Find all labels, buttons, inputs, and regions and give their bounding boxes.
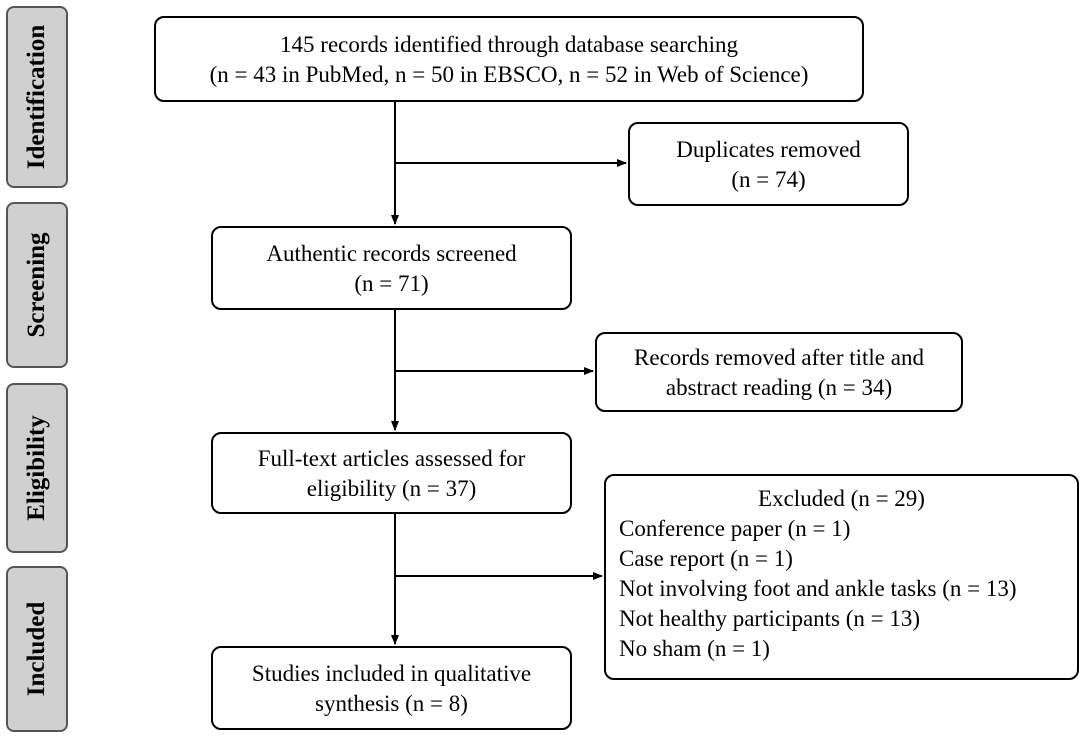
excluded-item-no-sham: No sham (n = 1) xyxy=(619,636,770,661)
excluded-item-conference-paper: Conference paper (n = 1) xyxy=(619,516,851,541)
excluded-item-case-report: Case report (n = 1) xyxy=(619,546,793,571)
duplicates-removed-line2: (n = 74) xyxy=(731,167,806,192)
excluded-item-not-healthy: Not healthy participants (n = 13) xyxy=(619,606,921,631)
records-identified-box: 145 records identified through database … xyxy=(154,16,864,102)
stage-screening: Screening xyxy=(6,202,68,368)
excluded-item-not-foot-ankle: Not involving foot and ankle tasks (n = … xyxy=(619,576,1017,601)
duplicates-removed-box: Duplicates removed (n = 74) xyxy=(628,122,909,206)
stage-identification: Identification xyxy=(6,6,68,188)
records-removed-box: Records removed after title and abstract… xyxy=(595,332,963,412)
records-removed-line1: Records removed after title and xyxy=(634,345,924,370)
studies-included-box: Studies included in qualitative synthesi… xyxy=(211,646,572,730)
excluded-box: Excluded (n = 29) Conference paper (n = … xyxy=(604,474,1079,680)
excluded-title: Excluded (n = 29) xyxy=(758,486,925,511)
stage-included: Included xyxy=(6,566,68,732)
studies-included-line1: Studies included in qualitative xyxy=(251,661,532,686)
stage-eligibility: Eligibility xyxy=(6,383,68,553)
duplicates-removed-line1: Duplicates removed xyxy=(676,137,861,162)
full-text-assessed-box: Full-text articles assessed for eligibil… xyxy=(211,432,572,514)
full-text-assessed-line2: eligibility (n = 37) xyxy=(306,476,477,501)
full-text-assessed-line1: Full-text articles assessed for xyxy=(257,446,526,471)
records-identified-line2: (n = 43 in PubMed, n = 50 in EBSCO, n = … xyxy=(209,62,809,87)
records-screened-line2: (n = 71) xyxy=(354,271,429,296)
records-screened-line1: Authentic records screened xyxy=(266,241,517,266)
records-removed-line2: abstract reading (n = 34) xyxy=(665,375,893,400)
records-identified-line1: 145 records identified through database … xyxy=(280,32,738,57)
records-screened-box: Authentic records screened (n = 71) xyxy=(211,226,572,310)
studies-included-line2: synthesis (n = 8) xyxy=(315,691,468,716)
